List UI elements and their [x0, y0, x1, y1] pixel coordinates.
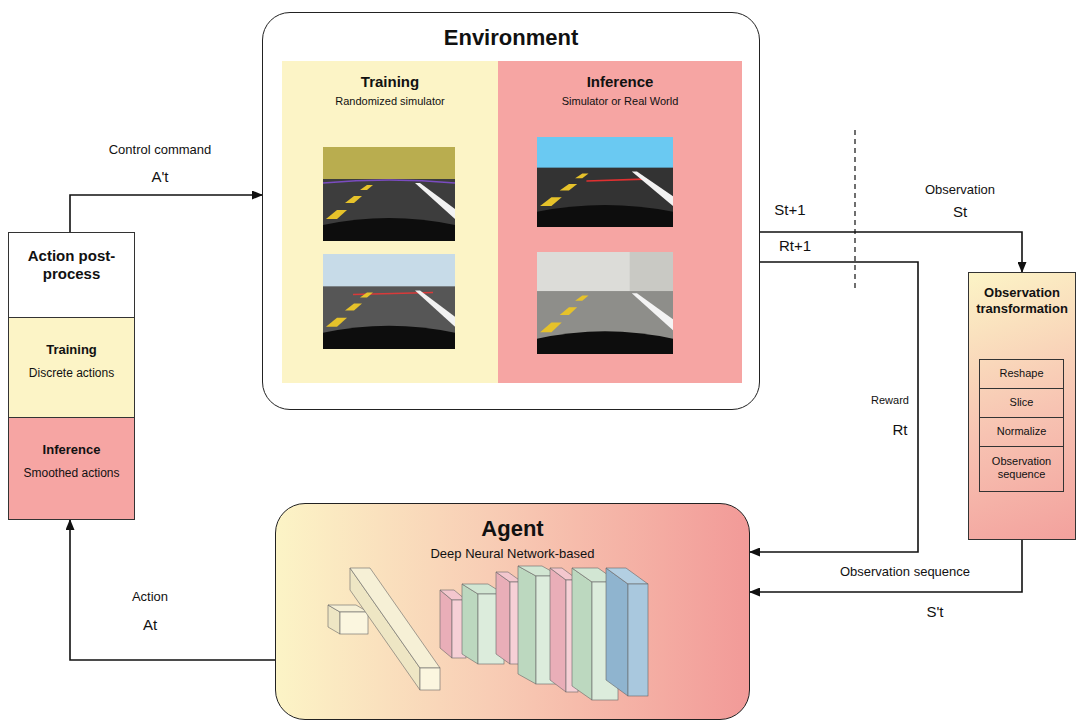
- camera-image: [323, 254, 455, 349]
- illustration-part: [345, 304, 362, 311]
- node-subtitle: Discrete actions: [9, 366, 134, 380]
- illustration-part: [572, 568, 592, 700]
- illustration-part: [630, 252, 673, 295]
- illustration-part: [360, 185, 373, 190]
- illustration-part: [323, 326, 455, 349]
- illustration-part: [606, 568, 648, 584]
- illustration-part: [360, 292, 373, 297]
- node-subtitle: Deep Neural Network-based: [276, 546, 749, 562]
- illustration-part: [326, 318, 347, 327]
- illustration-part: [537, 331, 673, 354]
- node-title: Observation sequence: [982, 455, 1061, 481]
- edge-label: Action: [132, 590, 168, 605]
- illustration-part: [415, 183, 455, 219]
- illustration-part: [575, 173, 588, 178]
- edge-label: Observation sequence: [840, 565, 970, 580]
- camera-image: [537, 252, 673, 354]
- illustration-part: [340, 612, 368, 634]
- connector-arrow: [70, 520, 275, 660]
- illustration-part: [537, 205, 673, 227]
- connector-arrow: [750, 262, 918, 552]
- illustration-part: [575, 295, 588, 300]
- node-title: Environment: [263, 25, 759, 51]
- node-title: Inference: [498, 73, 742, 91]
- illustration-part: [345, 196, 362, 203]
- edge-label: Control command: [109, 143, 212, 158]
- camera-image: [537, 137, 673, 227]
- mode-box: InferenceSmoothed actions: [9, 417, 134, 519]
- step-box: Observation sequence: [979, 446, 1064, 492]
- node-subtitle: Randomized simulator: [282, 95, 498, 108]
- signal-symbol: Rt+1: [779, 237, 811, 254]
- training-panel: TrainingRandomized simulator: [282, 61, 498, 383]
- illustration-part: [350, 568, 440, 668]
- node-title: Normalize: [982, 425, 1061, 438]
- node-title: Training: [282, 73, 498, 91]
- illustration-part: [586, 179, 644, 181]
- process-box: Action post-processTrainingDiscrete acti…: [8, 232, 135, 520]
- illustration-part: [537, 168, 673, 227]
- illustration-part: [323, 286, 455, 349]
- agent-box: AgentDeep Neural Network-based: [275, 503, 750, 720]
- illustration-part: [323, 180, 455, 183]
- node-title: Action post-process: [9, 247, 134, 283]
- node-subtitle: Smoothed actions: [9, 466, 134, 480]
- mode-box: TrainingDiscrete actions: [9, 317, 134, 417]
- process-box: Observation transformationReshapeSliceNo…: [968, 272, 1076, 540]
- illustration-part: [415, 290, 455, 326]
- node-subtitle: Simulator or Real World: [498, 95, 742, 108]
- connector-arrow: [70, 195, 262, 232]
- illustration-part: [560, 184, 578, 191]
- connector-arrow: [760, 232, 1022, 272]
- illustration-part: [518, 566, 536, 684]
- signal-symbol: St+1: [774, 201, 805, 218]
- edge-label: Reward: [871, 394, 909, 407]
- node-title: Observation transformation: [972, 285, 1072, 316]
- illustration-part: [326, 210, 347, 219]
- signal-symbol: At: [143, 616, 157, 633]
- illustration-part: [632, 171, 673, 205]
- illustration-part: [440, 590, 452, 658]
- connector-arrow: [750, 540, 1022, 592]
- signal-symbol: S't: [926, 603, 943, 620]
- illustration-part: [537, 291, 673, 354]
- illustration-part: [560, 307, 578, 315]
- node-title: Slice: [982, 396, 1061, 409]
- camera-image: [323, 147, 455, 241]
- environment-box: Environment TrainingRandomized simulator: [262, 12, 760, 410]
- illustration-part: [323, 179, 455, 241]
- illustration-part: [628, 584, 648, 696]
- illustration-part: [496, 572, 510, 664]
- inference-panel: InferenceSimulator or Real World: [498, 61, 742, 383]
- signal-symbol: Rt: [893, 421, 908, 438]
- node-title: Inference: [9, 442, 134, 458]
- step-box: Reshape: [979, 359, 1064, 389]
- illustration-part: [540, 197, 562, 206]
- dashed-divider: [854, 130, 855, 292]
- illustration-part: [537, 137, 673, 171]
- illustration-part: [328, 566, 648, 700]
- illustration-part: [420, 668, 440, 690]
- illustration-part: [323, 147, 455, 183]
- node-title: Training: [9, 342, 134, 358]
- illustration-part: [323, 218, 455, 241]
- node-title: Reshape: [982, 367, 1061, 380]
- illustration-part: [540, 323, 562, 333]
- illustration-part: [550, 568, 566, 692]
- signal-symbol: A't: [151, 168, 168, 185]
- illustration-part: [323, 254, 455, 290]
- node-title: Agent: [276, 516, 749, 542]
- edge-label: Observation: [925, 183, 995, 198]
- illustration-part: [632, 293, 673, 330]
- step-box: Normalize: [979, 417, 1064, 447]
- illustration-part: [606, 568, 628, 696]
- signal-symbol: St: [953, 203, 967, 220]
- illustration-part: [537, 252, 673, 295]
- step-box: Slice: [979, 388, 1064, 418]
- illustration-part: [462, 584, 478, 664]
